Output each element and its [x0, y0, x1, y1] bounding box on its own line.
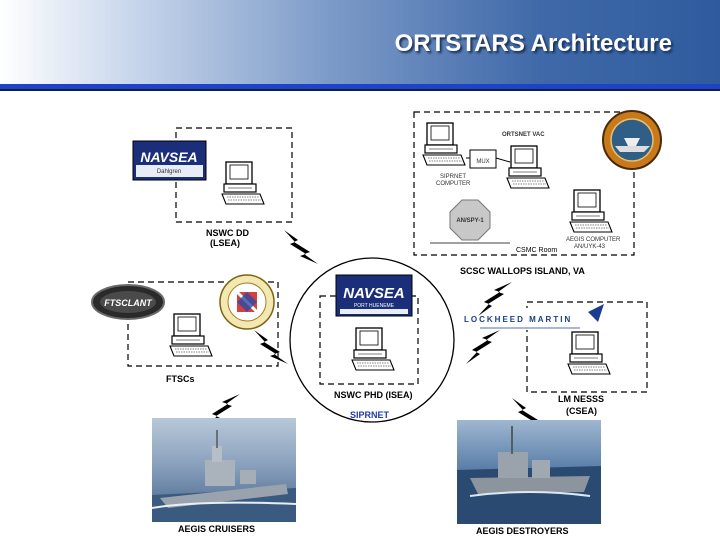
navsea-sub-phd: PORT HUENEME — [354, 303, 395, 309]
aegis-destroyer-photo — [457, 420, 601, 524]
aegis-destroyers-label: AEGIS DESTROYERS — [476, 526, 569, 536]
nswc-phd-box — [319, 295, 419, 385]
aegis-cruiser-photo — [151, 418, 297, 522]
ansp-octagon: AN/SPY-1 — [449, 199, 491, 241]
navsea-sub-dd: Dahlgren — [157, 169, 181, 175]
aegis-cruisers-label: AEGIS CRUISERS — [178, 524, 255, 534]
computer-icon — [422, 122, 466, 166]
lightning-bolt-icon — [284, 230, 318, 264]
siprnet-label: SIPRNET — [350, 410, 390, 420]
csea-label: (CSEA) — [566, 406, 597, 416]
computer-icon — [569, 189, 613, 233]
ortsnet-vac-label: ORTSNET VAC — [502, 132, 545, 138]
siprnet-computer-label: SIPRNET — [440, 174, 466, 180]
slide-title: ORTSTARS Architecture — [394, 30, 672, 57]
navsea-text-dd: NAVSEA — [140, 149, 197, 165]
title-rule-shadow — [0, 89, 720, 91]
computer-icon — [221, 161, 265, 205]
navsea-logo-phd: NAVSEA PORT HUENEME — [335, 274, 413, 317]
csmc-room-label: CSMC Room — [516, 247, 557, 254]
lockheed-text: LOCKHEED MARTIN — [464, 315, 572, 324]
ftsclant-logo: FTSCLANT — [91, 284, 165, 320]
scsc-label: SCSC WALLOPS ISLAND, VA — [460, 266, 585, 276]
lm-nesss-label: LM NESSS — [558, 394, 604, 404]
siprnet-computer-label-2: COMPUTER — [436, 181, 471, 187]
title-banner: ORTSTARS Architecture — [0, 0, 720, 84]
computer-icon — [506, 145, 550, 189]
ftscs-box — [127, 281, 279, 367]
scsc-box — [413, 111, 635, 256]
nswc-phd-label: NSWC PHD (ISEA) — [334, 390, 413, 400]
title-rule — [0, 84, 720, 89]
ftscs-label: FTSCs — [166, 374, 195, 384]
ftsclant-text: FTSCLANT — [104, 298, 153, 308]
navsea-logo-dd: NAVSEA Dahlgren — [132, 140, 207, 181]
seal-logo — [219, 274, 275, 330]
navsea-text-phd: NAVSEA — [343, 285, 404, 302]
aegis-computer-label: AEGIS COMPUTER — [566, 237, 621, 243]
aegis-computer-label-2: AN/UYK-43 — [574, 244, 606, 250]
computer-icon — [169, 313, 213, 357]
lsea-label: (LSEA) — [210, 238, 240, 248]
mux-label: MUX — [476, 159, 489, 165]
nswc-dd-label: NSWC DD — [206, 228, 249, 238]
lightning-bolt-icon — [466, 330, 500, 364]
lm-nesss-box — [526, 301, 648, 393]
lockheed-martin-logo: LOCKHEED MARTIN — [462, 304, 604, 330]
ansp-label: AN/SPY-1 — [456, 218, 484, 224]
mux-box: MUX — [469, 149, 497, 169]
lightning-bolt-icon — [254, 330, 288, 364]
aegis-seal-logo — [602, 110, 662, 170]
computer-icon — [567, 331, 611, 375]
